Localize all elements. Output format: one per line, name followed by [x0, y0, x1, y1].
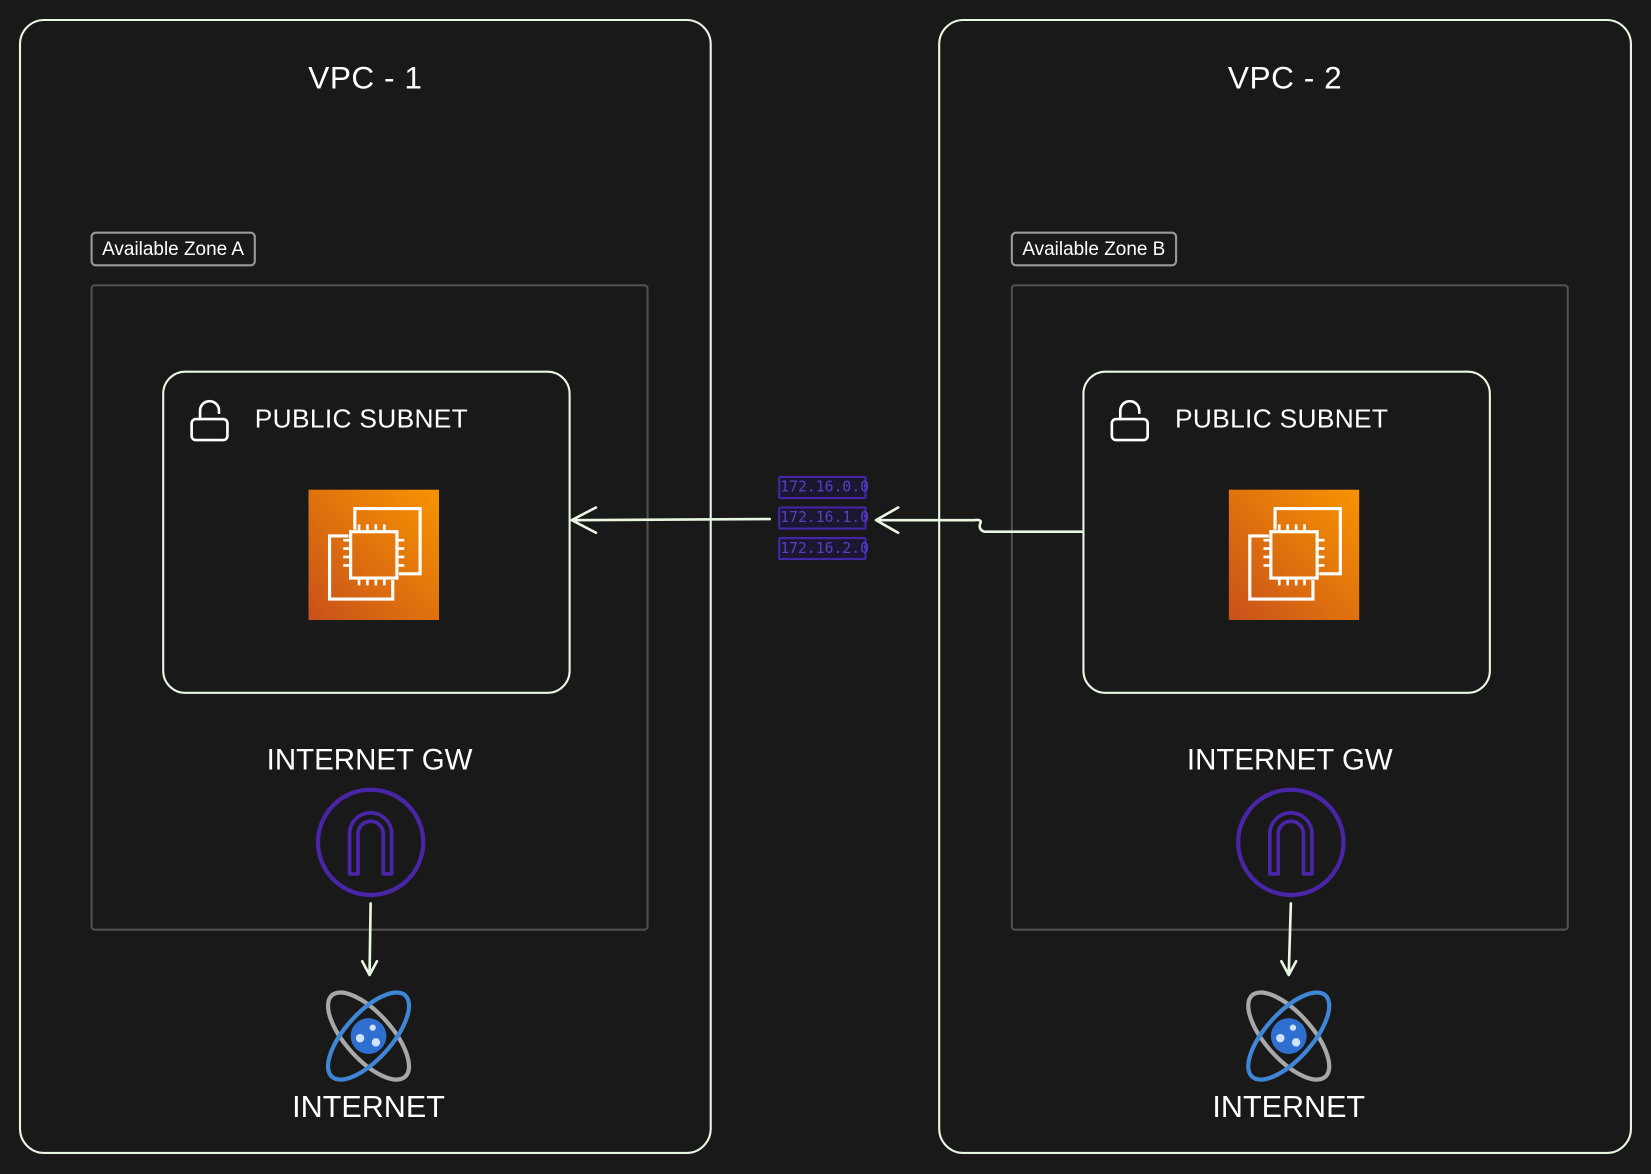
- arrow-head: [360, 959, 379, 977]
- lock-open-icon: [190, 399, 229, 442]
- arrow-gateway-2-to-internet: [1287, 902, 1293, 976]
- gateway-2-label: INTERNET GW: [1186, 743, 1393, 776]
- arrow-head: [1280, 959, 1298, 977]
- internet-2-label: INTERNET: [1212, 1090, 1366, 1125]
- route-entry: 172.16.1.0: [778, 506, 869, 530]
- route-table-icon: 172.16.0.0 172.16.1.0 172.16.2.0: [778, 475, 869, 564]
- arrow-subnet-2-to-routes: [876, 518, 1083, 534]
- subnet-1-label: PUBLIC SUBNET: [254, 404, 469, 434]
- ec2-instance-icon: [308, 489, 440, 621]
- arrow-head: [874, 506, 900, 535]
- vpc-2-title: VPC - 2: [1227, 61, 1343, 96]
- route-entry: 172.16.0.0: [778, 475, 869, 500]
- vpc-1-container: VPC - 1: [18, 18, 712, 1154]
- ec2-instance-icon: [1228, 489, 1360, 621]
- internet-globe-icon: [1246, 990, 1332, 1082]
- internet-1-label: INTERNET: [292, 1090, 445, 1125]
- internet-gateway-icon: [315, 787, 426, 898]
- vpc-2-container: VPC - 2: [938, 18, 1632, 1154]
- public-subnet-2: [1082, 370, 1491, 694]
- arrow-routes-to-subnet-1: [571, 517, 771, 522]
- lock-open-icon: [1110, 399, 1149, 442]
- internet-gateway-icon: [1236, 787, 1346, 898]
- zone-a-tag: Available Zone A: [90, 231, 256, 267]
- arrow-head: [570, 506, 598, 535]
- subnet-2-label: PUBLIC SUBNET: [1175, 404, 1389, 434]
- internet-globe-icon: [325, 990, 412, 1082]
- gateway-1-label: INTERNET GW: [266, 743, 473, 776]
- public-subnet-1: [162, 370, 571, 694]
- vpc-1-title: VPC - 1: [308, 61, 423, 96]
- zone-b-tag: Available Zone B: [1010, 231, 1177, 267]
- arrow-gateway-1-to-internet: [368, 902, 372, 976]
- route-entry: 172.16.2.0: [778, 536, 869, 561]
